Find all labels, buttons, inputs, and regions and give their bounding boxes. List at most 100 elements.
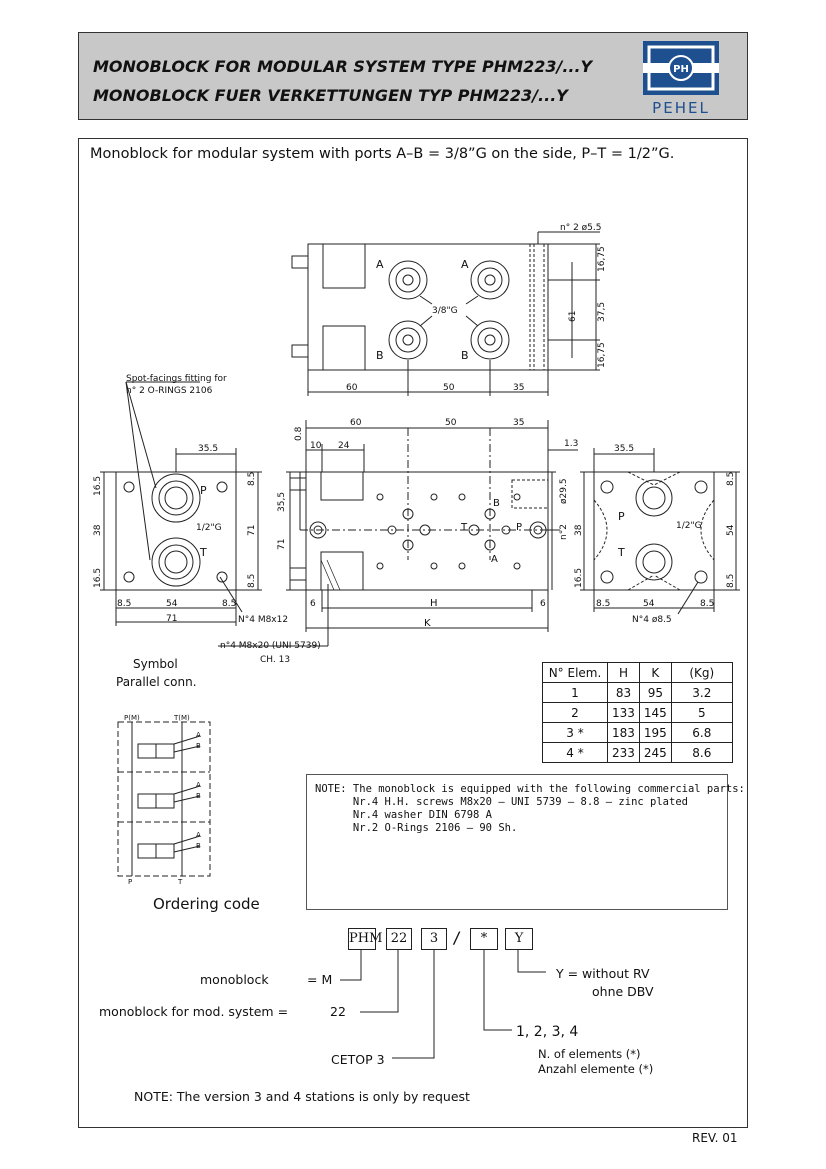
left-port-t: T [199,546,207,559]
symbol-label-pm: P(M) [124,714,140,722]
table-cell: 3.2 [670,682,733,703]
port-a-left [388,260,428,300]
right-dim-54-v: 54 [726,524,736,536]
symbol-label-a3: A [196,831,201,839]
table-header-cell: (Kg) [670,662,733,683]
ordering-leaders [340,950,546,1059]
top-dim-16-75-b: 16,75 [597,342,607,368]
table-cell: 6.8 [670,722,733,743]
logo-text: PEHEL [652,99,710,117]
table-cell: 3 * [542,722,608,743]
symbol-label-b2: B [196,792,201,800]
right-dim-16-5: 16.5 [574,568,584,588]
ordering-code-title: Ordering code [153,895,260,913]
left-dim-35-5: 35.5 [198,444,218,454]
port-b-right [470,320,510,360]
right-side-view [580,448,740,615]
right-dim-38: 38 [574,524,584,536]
table-cell: 95 [638,682,672,703]
monoblock-value: = M [307,972,333,987]
table-cell: 133 [607,702,640,723]
table-cell: 183 [607,722,640,743]
title-english: MONOBLOCK FOR MODULAR SYSTEM TYPE PHM223… [93,57,593,76]
table-row: 3 * 183 195 6.8 [542,722,733,743]
front-dim-10: 10 [310,441,322,451]
note-line-4: Nr.2 O-Rings 2106 – 90 Sh. [315,822,518,834]
symbol-subtitle: Parallel conn. [116,675,197,689]
callout-line-2: n° 2 O-RINGS 2106 [126,386,213,396]
modsys-label: monoblock for mod. system = [99,1004,289,1019]
table-header-cell: K [638,662,672,683]
top-dim-50: 50 [443,383,455,393]
left-dim-38: 38 [93,524,103,536]
port-t-left [151,537,201,587]
front-dim-h: H [430,598,438,609]
elements-label-de: Anzahl elemente (*) [538,1062,654,1076]
top-dim-16-75-a: 16,75 [597,246,607,272]
table-cell: 195 [638,722,672,743]
top-thread-label: 3/8"G [432,306,458,316]
code-box-elements: * [470,928,498,950]
code-box-variant: Y [505,928,533,950]
left-dim-8-5-a: 8.5 [247,472,257,486]
top-view [291,231,600,396]
front-dim-24: 24 [338,441,350,451]
version-note: NOTE: The version 3 and 4 stations is on… [134,1089,470,1104]
right-dim-8-5-d: 8.5 [700,599,714,609]
left-dim-71: 71 [166,614,177,624]
logo-mark: PH [673,64,689,75]
port-t-right [635,543,673,581]
port-p-right [635,479,673,517]
table-cell: 5 [670,702,733,723]
symbol-label-t: T [177,878,183,886]
table-cell: 245 [638,742,672,763]
left-dim-71-v: 71 [247,525,257,536]
commercial-parts-note: NOTE: The monoblock is equipped with the… [306,774,745,910]
front-n2: n°2 [559,524,569,540]
dimension-table: N° Elem. H K (Kg) 1 83 95 3.2 2 133 145 … [542,662,733,763]
table-cell: 2 [542,702,608,723]
symbol-valve-3 [137,835,201,859]
monoblock-label: monoblock [200,972,269,987]
elements-label-en: N. of elements (*) [538,1047,641,1061]
cetop-label: CETOP 3 [331,1052,385,1067]
table-cell: 145 [638,702,672,723]
right-dim-8-5-a: 8.5 [726,472,736,486]
code-box-system: 22 [386,928,412,950]
left-dim-16-5-b: 16.5 [93,568,103,588]
top-holes-label: n° 2 ø5.5 [560,223,601,233]
table-cell: 83 [607,682,640,703]
description-text: Monoblock for modular system with ports … [90,146,675,162]
top-port-a-left: A [376,258,384,271]
table-cell: 8.6 [670,742,733,763]
port-b-left [388,320,428,360]
right-dim-8-5-b: 8.5 [726,574,736,588]
code-box-series: PHM [348,928,382,950]
title-german: MONOBLOCK FUER VERKETTUNGEN TYP PHM223/.… [93,86,568,105]
right-holes-label: N°4 ø8.5 [632,615,672,625]
callout-line-1: Spot-facings fitting for [126,374,227,384]
front-dim-50: 50 [445,418,457,428]
symbol-label-a1: A [196,731,201,739]
table-cell: 1 [542,682,608,703]
front-dim-35: 35 [513,418,524,428]
table-header-cell: N° Elem. [542,662,608,683]
top-port-a-right: A [461,258,469,271]
top-dim-61: 61 [568,311,578,322]
title-block: MONOBLOCK FOR MODULAR SYSTEM TYPE PHM223… [78,32,748,120]
table-cell: 4 * [542,742,608,763]
symbol-label-tm: T(M) [173,714,190,722]
symbol-valve-1 [137,735,201,759]
note-line-2: Nr.4 H.H. screws M8x20 – UNI 5739 – 8.8 … [315,796,688,808]
left-dim-16-5-a: 16.5 [93,476,103,496]
code-box-cetop: 3 [421,928,447,950]
front-label-t: T [460,522,468,533]
drawing-frame [78,138,748,1128]
front-label-b: B [493,498,500,509]
front-dim-1-3: 1.3 [564,439,578,449]
note-line-3: Nr.4 washer DIN 6798 A [315,809,493,821]
front-screw-label: n°4 M8x20 (UNI 5739) [220,641,321,651]
elements-values: 1, 2, 3, 4 [516,1024,579,1040]
symbol-label-a2: A [196,781,201,789]
left-dim-8-5-b: 8.5 [247,574,257,588]
